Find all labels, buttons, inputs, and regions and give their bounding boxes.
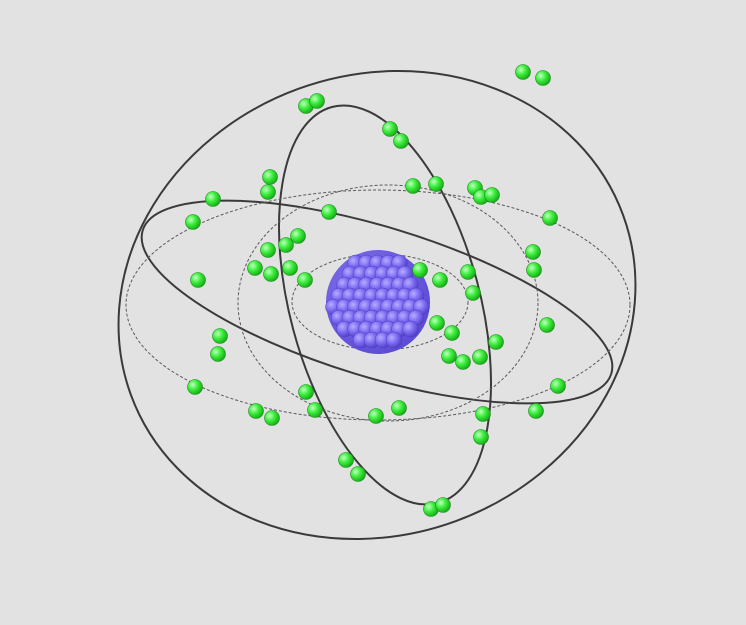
electron bbox=[441, 348, 457, 364]
electron bbox=[350, 466, 366, 482]
electron bbox=[391, 400, 407, 416]
nucleus bbox=[325, 250, 430, 354]
electron bbox=[428, 176, 444, 192]
electron bbox=[473, 429, 489, 445]
electron bbox=[550, 378, 566, 394]
electron bbox=[526, 262, 542, 278]
electron bbox=[515, 64, 531, 80]
electron bbox=[368, 408, 384, 424]
electron bbox=[432, 272, 448, 288]
electron bbox=[260, 184, 276, 200]
electron bbox=[297, 272, 313, 288]
electron bbox=[444, 325, 460, 341]
electron bbox=[475, 406, 491, 422]
electron bbox=[262, 169, 278, 185]
electron bbox=[205, 191, 221, 207]
electron bbox=[260, 242, 276, 258]
electron bbox=[429, 315, 445, 331]
electron bbox=[190, 272, 206, 288]
electron bbox=[307, 402, 323, 418]
electron bbox=[535, 70, 551, 86]
electron bbox=[465, 285, 481, 301]
electron bbox=[212, 328, 228, 344]
electron bbox=[455, 354, 471, 370]
electron bbox=[484, 187, 500, 203]
electron bbox=[472, 349, 488, 365]
electron bbox=[290, 228, 306, 244]
electron bbox=[309, 93, 325, 109]
orbit-inner-wide bbox=[125, 189, 631, 421]
electron bbox=[185, 214, 201, 230]
electron bbox=[278, 237, 294, 253]
electron bbox=[405, 178, 421, 194]
electron bbox=[539, 317, 555, 333]
electron bbox=[210, 346, 226, 362]
orbit-inner-medium bbox=[237, 184, 539, 422]
electron bbox=[264, 410, 280, 426]
electron bbox=[187, 379, 203, 395]
electrons bbox=[185, 64, 566, 517]
electron bbox=[298, 384, 314, 400]
nucleon bbox=[402, 320, 419, 338]
electron bbox=[525, 244, 541, 260]
electron bbox=[528, 403, 544, 419]
electron bbox=[435, 497, 451, 513]
electron bbox=[247, 260, 263, 276]
electron bbox=[321, 204, 337, 220]
electron bbox=[460, 264, 476, 280]
electron bbox=[263, 266, 279, 282]
electron bbox=[488, 334, 504, 350]
orbit-large-tilted bbox=[117, 70, 637, 540]
electron bbox=[338, 452, 354, 468]
nucleon bbox=[385, 331, 403, 349]
electron bbox=[382, 121, 398, 137]
electron bbox=[412, 262, 428, 278]
electron bbox=[248, 403, 264, 419]
electron bbox=[393, 133, 409, 149]
electron bbox=[282, 260, 298, 276]
electron bbox=[542, 210, 558, 226]
orbit-wide-tilted bbox=[140, 199, 614, 405]
